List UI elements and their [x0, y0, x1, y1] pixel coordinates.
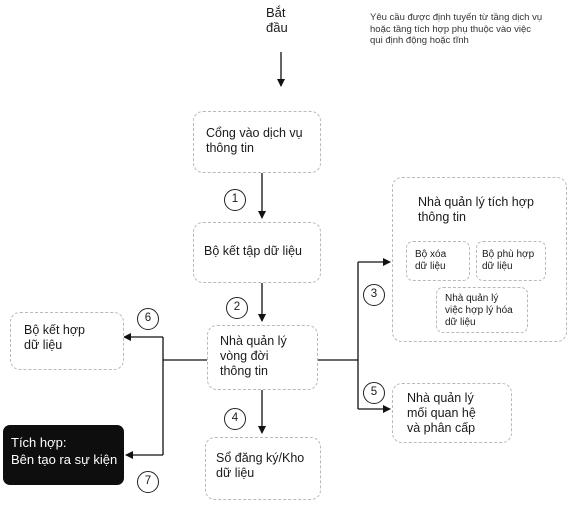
- integration-manager-label: Nhà quản lý tích hợp thông tin: [418, 195, 534, 224]
- data-combiner-label: Bộ kết hợp dữ liệu: [24, 323, 86, 352]
- relationship-manager-label: Nhà quản lý mối quan hệ và phân cấp: [407, 391, 476, 435]
- relationship-manager-box: Nhà quản lý mối quan hệ và phân cấp: [392, 383, 512, 443]
- routing-note: Yêu cầu được định tuyến từ tầng dịch vụ …: [370, 12, 543, 46]
- registry-box: Sổ đăng ký/Kho dữ liệu: [205, 437, 321, 500]
- data-aggregator-label: Bộ kết tập dữ liệu: [204, 244, 303, 258]
- lifecycle-manager-box: Nhà quản lý vòng đời thông tin: [207, 325, 318, 390]
- data-matcher-box: Bộ phù hợp dữ liệu: [476, 241, 546, 281]
- reconciliation-manager-box: Nhà quản lý việc hợp lý hóa dữ liệu: [436, 287, 528, 333]
- step-3-badge: 3: [363, 284, 385, 306]
- reconciliation-manager-label: Nhà quản lý việc hợp lý hóa dữ liệu: [445, 293, 513, 328]
- data-cleaner-label: Bộ xóa dữ liệu: [415, 249, 447, 272]
- step-2-badge: 2: [226, 297, 248, 319]
- registry-label: Sổ đăng ký/Kho dữ liệu: [216, 451, 305, 480]
- service-gateway-label: Cổng vào dịch vụ thông tin: [206, 126, 303, 155]
- data-cleaner-box: Bộ xóa dữ liệu: [406, 241, 470, 281]
- data-matcher-label: Bộ phù hợp dữ liệu: [482, 249, 535, 272]
- event-creator-box: Tích hợp: Bên tạo ra sự kiện: [3, 425, 124, 485]
- start-label: Bắt đầu: [266, 5, 288, 35]
- service-gateway-box: Cổng vào dịch vụ thông tin: [193, 111, 321, 173]
- lifecycle-manager-label: Nhà quản lý vòng đời thông tin: [220, 334, 287, 378]
- step-7-badge: 7: [137, 471, 159, 493]
- data-aggregator-box: Bộ kết tập dữ liệu: [193, 222, 321, 283]
- step-1-badge: 1: [224, 189, 246, 211]
- data-combiner-box: Bộ kết hợp dữ liệu: [10, 312, 124, 370]
- step-5-badge: 5: [363, 382, 385, 404]
- step-4-badge: 4: [224, 408, 246, 430]
- event-creator-label: Tích hợp: Bên tạo ra sự kiện: [11, 435, 118, 467]
- step-6-badge: 6: [137, 308, 159, 330]
